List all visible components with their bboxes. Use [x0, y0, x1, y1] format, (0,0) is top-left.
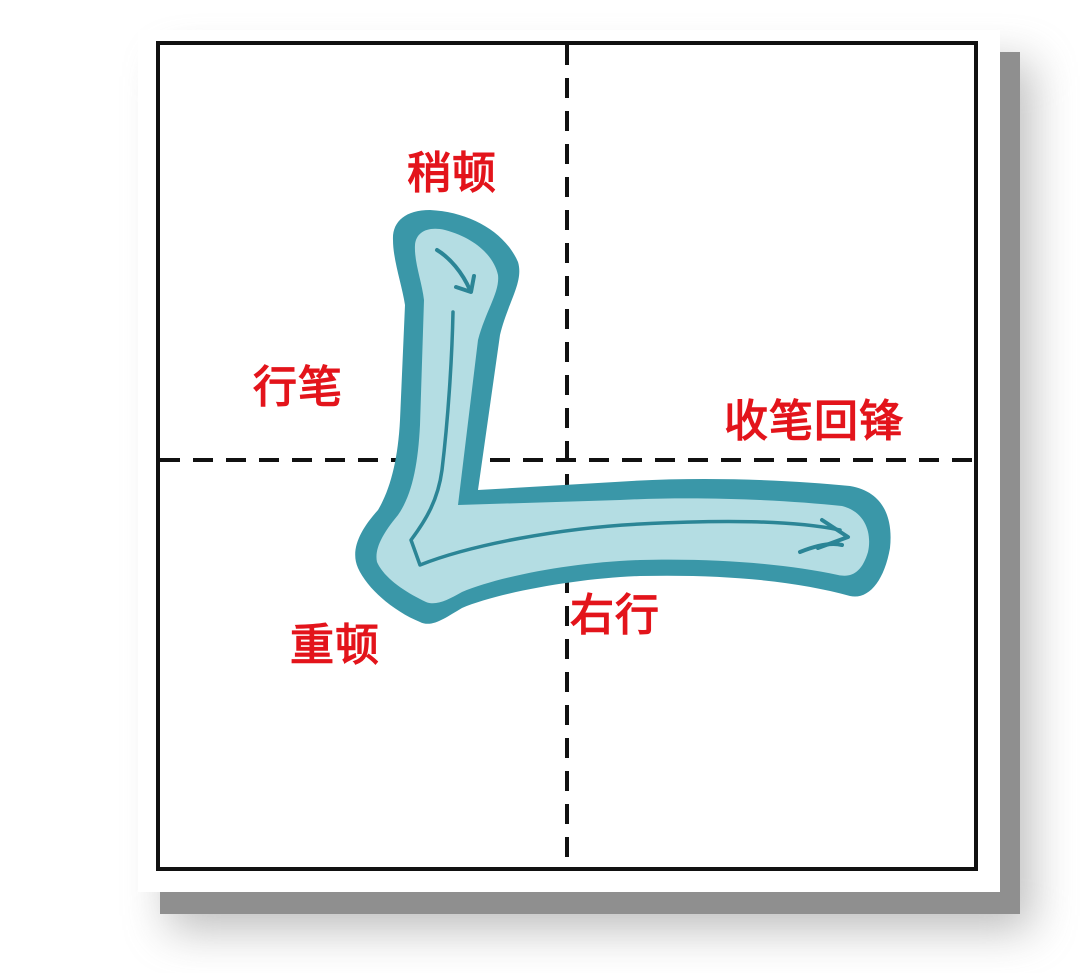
head-arrowhead: [454, 274, 476, 294]
stroke-direction-line: [409, 310, 842, 567]
annotation-move-right: 右行: [570, 590, 660, 641]
annotation-move-brush: 行笔: [253, 362, 343, 413]
stroke-shape: [355, 210, 891, 624]
tail-return-mark: [798, 541, 844, 554]
head-direction-arrow: [435, 248, 472, 292]
annotation-pause-heavy: 重顿: [290, 620, 380, 671]
annotation-end-return: 收笔回锋: [724, 396, 904, 447]
grid-border: [156, 41, 978, 871]
stroke-fill: [376, 228, 870, 604]
annotation-pause-light: 稍顿: [407, 148, 497, 199]
